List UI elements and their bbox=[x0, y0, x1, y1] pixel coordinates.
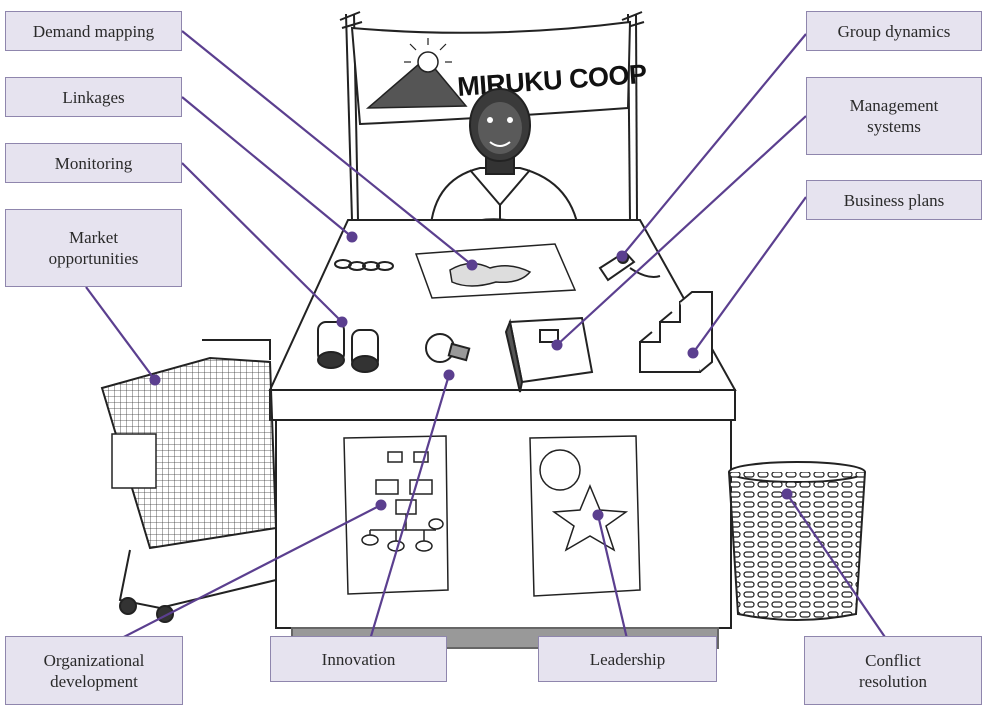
label-innovation: Innovation bbox=[270, 636, 447, 682]
label-monitoring: Monitoring bbox=[5, 143, 182, 183]
label-linkages: Linkages bbox=[5, 77, 182, 117]
star-poster bbox=[529, 435, 641, 597]
label-business-plans: Business plans bbox=[806, 180, 982, 220]
lightbulb-icon bbox=[425, 333, 471, 363]
label-leadership: Leadership bbox=[538, 636, 717, 682]
book-icon bbox=[504, 316, 594, 393]
binoculars-icon bbox=[317, 321, 379, 373]
label-management-systems: Management systems bbox=[806, 77, 982, 155]
sun-logo-icon bbox=[417, 51, 439, 73]
connector-dots bbox=[149, 231, 793, 521]
banner: MIRUKU COOP bbox=[350, 20, 648, 126]
label-group-dynamics: Group dynamics bbox=[806, 11, 982, 51]
connector-lines bbox=[85, 30, 890, 644]
map-icon bbox=[414, 243, 577, 299]
label-demand-mapping: Demand mapping bbox=[5, 11, 182, 51]
waste-basket bbox=[728, 461, 866, 621]
label-market-opportunities: Market opportunities bbox=[5, 209, 182, 287]
label-organizational-development: Organizational development bbox=[5, 636, 183, 705]
label-conflict-resolution: Conflict resolution bbox=[804, 636, 982, 705]
mountain-logo-icon bbox=[365, 56, 468, 109]
shopping-cart bbox=[100, 339, 278, 623]
chain-icon bbox=[334, 259, 394, 271]
stairs-icon bbox=[639, 291, 713, 373]
